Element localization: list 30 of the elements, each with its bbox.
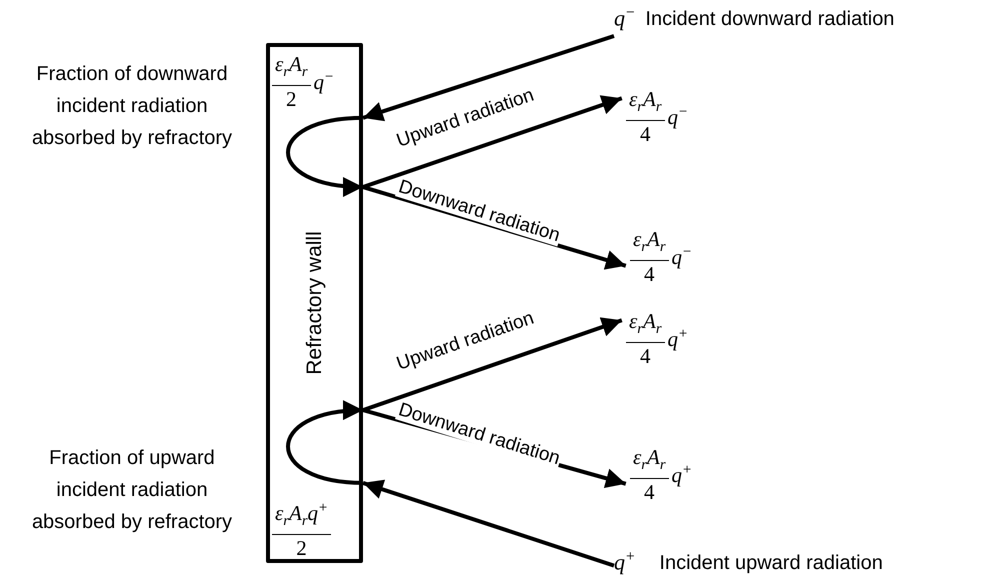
symbol: q$^{−}$	[614, 4, 636, 32]
symbol: q$^{−}$	[668, 104, 688, 130]
denominator: 4	[640, 121, 651, 148]
denominator: 2	[286, 86, 297, 112]
denominator: 4	[644, 479, 655, 506]
description: Incident downward radiation	[645, 8, 894, 32]
arrow	[362, 480, 615, 568]
numerator: ε$_{r}$A$_{r}$	[626, 86, 665, 122]
denominator: 4	[640, 343, 651, 370]
arrow	[362, 95, 622, 189]
description: Incident upward radiation	[659, 552, 883, 576]
arrow	[362, 317, 622, 412]
numerator: ε$_{r}$A$_{r}$q$^{+}$	[272, 495, 331, 536]
symbol: q$^{−}$	[314, 68, 334, 95]
denominator: 4	[644, 261, 655, 288]
numerator: ε$_{r}$A$_{r}$	[630, 226, 669, 262]
denominator: 2	[296, 535, 307, 562]
symbol: q$^{+}$	[668, 326, 688, 352]
arrow	[362, 185, 626, 270]
numerator: ε$_{r}$A$_{r}$	[272, 51, 311, 86]
annotation-text: Fraction of downward incident radiation absorbed by refractory	[30, 62, 234, 151]
symbol: q$^{+}$	[614, 548, 636, 576]
arrow	[362, 34, 615, 122]
numerator: ε$_{r}$A$_{r}$	[626, 308, 665, 344]
symbol: q$^{+}$	[672, 462, 692, 488]
refractory-wall	[266, 43, 363, 563]
wall-label: Refractory walll	[302, 231, 326, 375]
numerator: ε$_{r}$A$_{r}$	[630, 444, 669, 480]
symbol: q$^{−}$	[672, 244, 692, 270]
annotation-text: Fraction of upward incident radiation absorbed by refractory	[30, 446, 234, 535]
